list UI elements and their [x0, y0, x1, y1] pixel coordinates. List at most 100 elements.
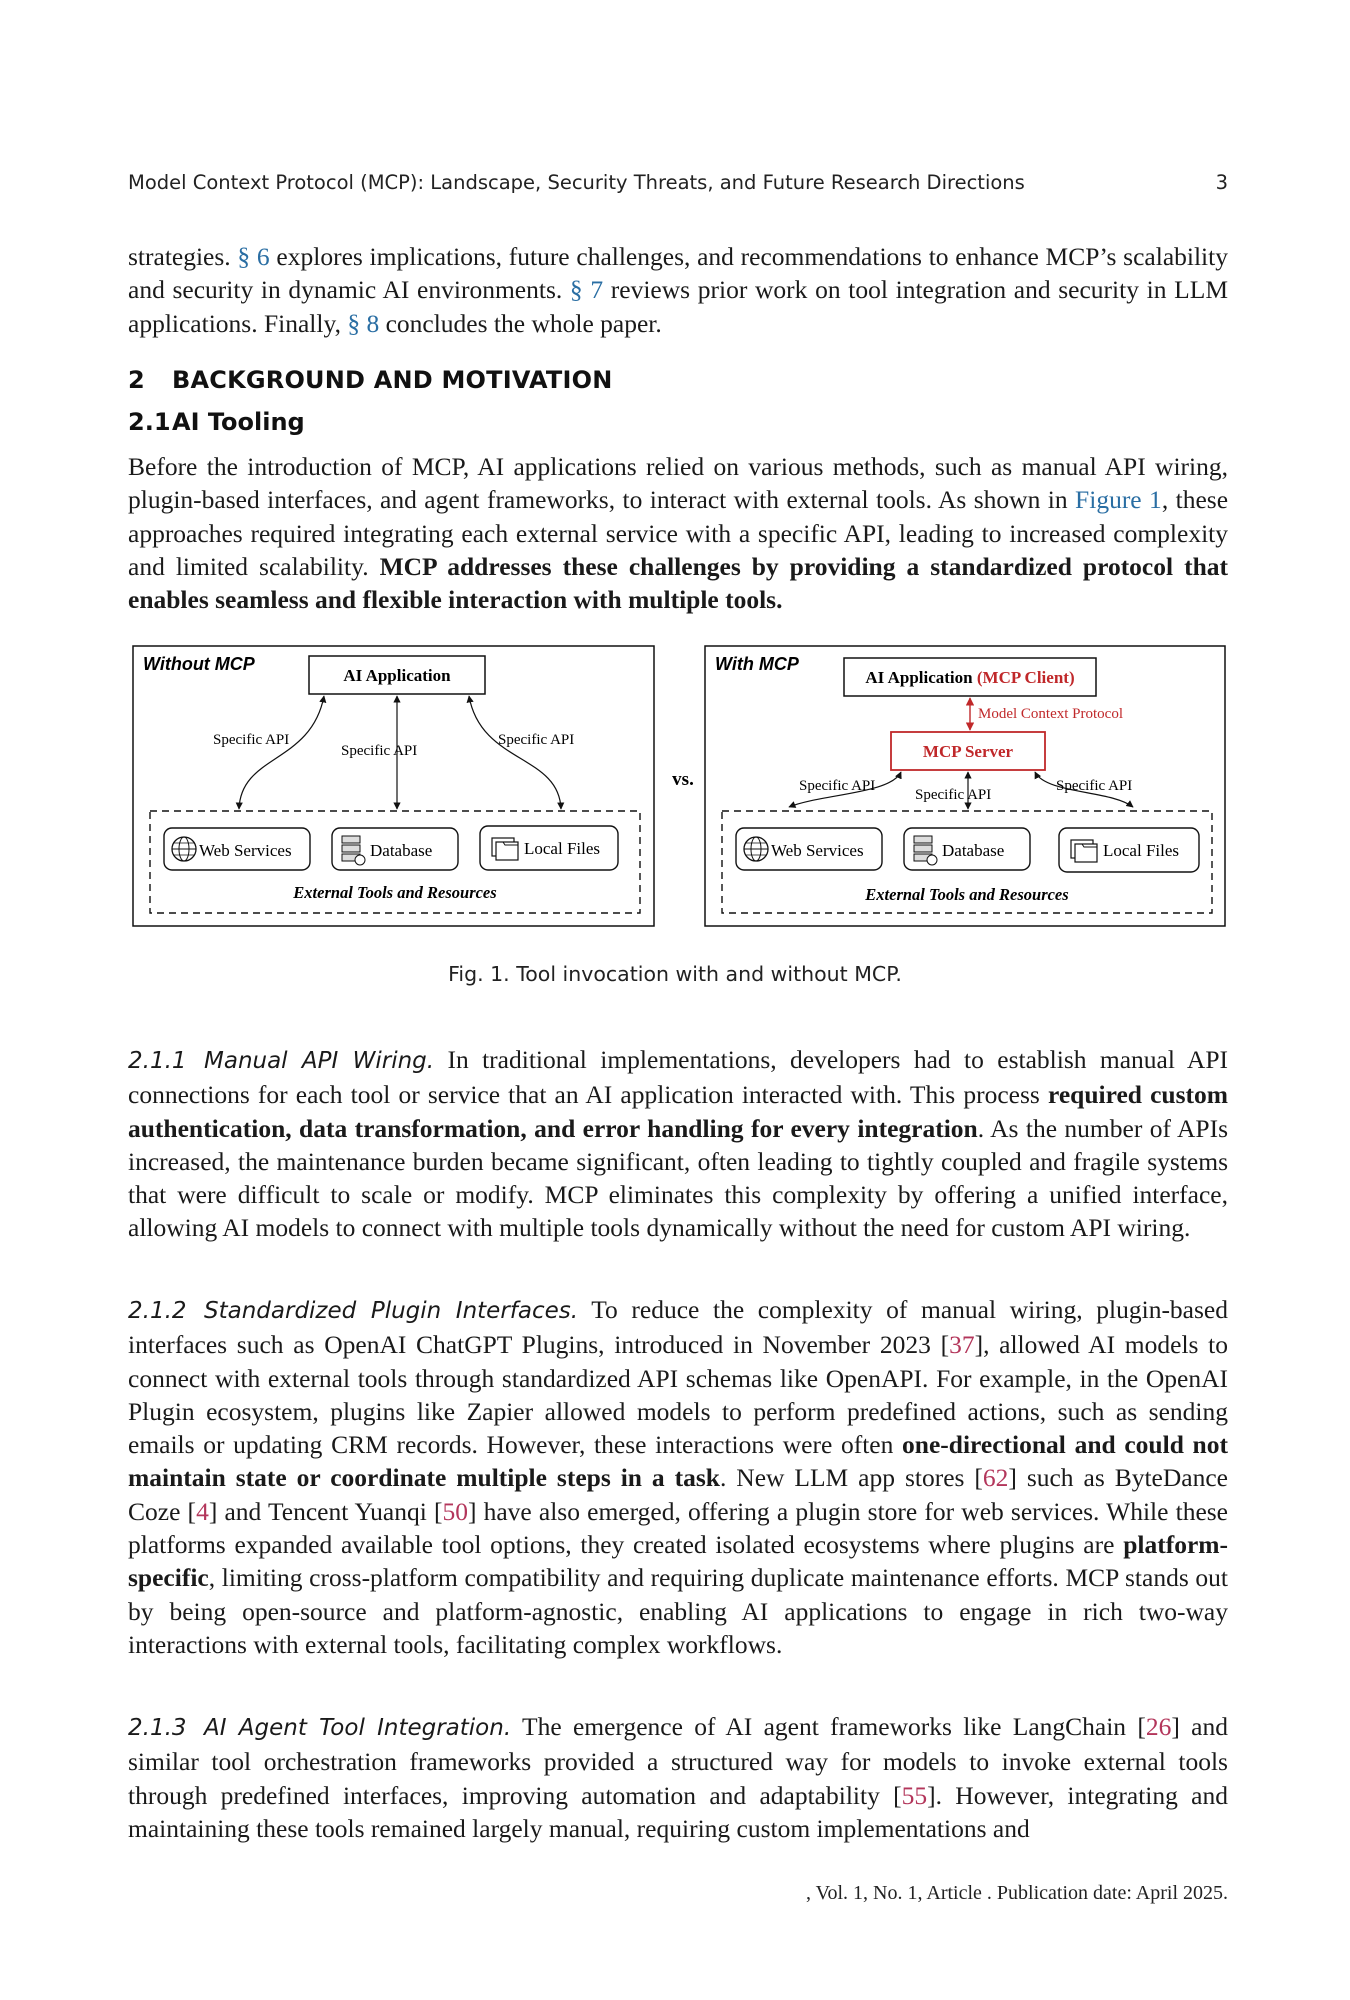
subsection-heading: 2.1.1 Manual API Wiring.	[128, 1048, 434, 1074]
bold-text: one-directional and could not maintain s…	[128, 1430, 1228, 1493]
text: ] and Tencent Yuanqi [	[208, 1496, 443, 1526]
web-services-label: Web Services	[199, 841, 292, 860]
api-arrow-web	[235, 695, 327, 810]
intro-paragraph: strategies. § 6 explores implications, f…	[128, 240, 1228, 340]
text: ]. However, integrating and maintaining …	[128, 1780, 1229, 1843]
subsection-number: 2.1.1	[128, 1048, 187, 1074]
text: ], allowed AI models to connect with ext…	[128, 1330, 1228, 1460]
specific-api-label: Specific API	[341, 743, 417, 759]
panel-title: Without MCP	[143, 654, 256, 674]
panel-title: With MCP	[715, 654, 800, 674]
mcp-server-label: MCP Server	[923, 742, 1014, 761]
agent-tool-integration-paragraph: 2.1.3 AI Agent Tool Integration. The emer…	[128, 1710, 1228, 1845]
text: , these approaches required integrating …	[128, 485, 1229, 581]
external-tools-container	[721, 810, 1213, 914]
vs-label: vs.	[672, 769, 694, 790]
ai-application-mcp-client-label: AI Application (MCP Client)	[865, 668, 1074, 687]
text: ] and similar tool orchestration framewo…	[128, 1712, 1228, 1810]
specific-api-label: Specific API	[1056, 778, 1132, 794]
citation-link[interactable]: 4	[196, 1496, 209, 1526]
running-header: Model Context Protocol (MCP): Landscape,…	[128, 171, 1228, 194]
page-footer: , Vol. 1, No. 1, Article . Publication d…	[805, 1882, 1228, 1904]
figure-caption: Fig. 1. Tool invocation with and without…	[448, 962, 902, 986]
text: The emergence of AI agent frameworks lik…	[511, 1712, 1146, 1741]
bold-text: platform-specific	[128, 1530, 1228, 1593]
ai-tooling-paragraph: Before the introduction of MCP, AI appli…	[128, 450, 1228, 616]
mcp-client-text: (MCP Client)	[977, 668, 1075, 687]
section-7-link[interactable]: § 7	[569, 275, 604, 305]
ai-application-box	[308, 655, 486, 695]
section-2-1-heading: 2.1AI Tooling	[128, 408, 305, 436]
figure-1-link[interactable]: Figure 1	[1075, 485, 1162, 515]
section-number: 2	[128, 366, 145, 394]
text: ] such as ByteDance Coze [	[128, 1463, 1228, 1526]
bold-text: MCP addresses these challenges by provid…	[128, 551, 1228, 615]
protocol-label: Model Context Protocol	[978, 706, 1123, 722]
page-number: 3	[1215, 171, 1228, 194]
ai-application-label: AI Application	[343, 666, 451, 685]
specific-api-label: Specific API	[915, 787, 991, 803]
subsection-title: Standardized Plugin Interfaces.	[204, 1298, 579, 1324]
text: To reduce the complexity of manual wirin…	[128, 1295, 1228, 1360]
text: reviews prior work on tool integration a…	[128, 275, 1228, 338]
section-number: 2.1	[128, 408, 171, 436]
specific-api-label: Specific API	[799, 778, 875, 794]
subsection-number: 2.1.2	[128, 1298, 187, 1324]
folder-icon	[491, 837, 519, 861]
api-arrow-files	[466, 695, 565, 810]
with-mcp-panel: With MCP AI Application (MCP Client) Mod…	[704, 645, 1226, 927]
api-arrow-files	[1034, 771, 1134, 808]
running-title: Model Context Protocol (MCP): Landscape,…	[128, 171, 1025, 194]
text: Before the introduction of MCP, AI appli…	[128, 452, 1228, 515]
web-services-box	[163, 827, 311, 871]
web-services-box	[735, 827, 883, 871]
globe-icon	[743, 836, 769, 862]
external-tools-label: External Tools and Resources	[292, 883, 496, 902]
local-files-label: Local Files	[1103, 841, 1179, 860]
text: ] have also emerged, offering a plugin s…	[128, 1496, 1228, 1560]
section-title: BACKGROUND AND MOTIVATION	[172, 366, 613, 394]
specific-api-label: Specific API	[213, 732, 289, 748]
local-files-label: Local Files	[524, 839, 600, 858]
folder-icon	[1070, 839, 1098, 863]
section-6-link[interactable]: § 6	[237, 242, 270, 271]
text: explores implications, future challenges…	[128, 242, 1228, 305]
section-2-heading: 2 BACKGROUND AND MOTIVATION	[128, 366, 612, 394]
plugin-interfaces-paragraph: 2.1.2 Standardized Plugin Interfaces. To …	[128, 1293, 1228, 1661]
specific-api-label: Specific API	[498, 732, 574, 748]
citation-link[interactable]: 37	[949, 1330, 975, 1360]
subsection-number: 2.1.3	[128, 1715, 187, 1741]
ai-application-mcp-client-box	[843, 657, 1097, 697]
web-services-label: Web Services	[771, 841, 864, 860]
globe-icon	[171, 836, 197, 862]
mcp-server-box	[890, 731, 1046, 771]
bold-text: required custom authentication, data tra…	[128, 1080, 1228, 1143]
text: . New LLM app stores [	[719, 1463, 983, 1493]
external-tools-label: External Tools and Resources	[864, 885, 1068, 904]
manual-api-wiring-paragraph: 2.1.1 Manual API Wiring. In traditional i…	[128, 1043, 1228, 1245]
panel-frame	[132, 645, 655, 927]
text: strategies.	[128, 242, 238, 271]
database-icon	[913, 835, 938, 866]
api-arrow-web	[788, 771, 902, 808]
text: concludes the whole paper.	[379, 308, 662, 338]
without-mcp-panel: Without MCP AI Application Specific API …	[132, 645, 655, 927]
subsection-title: AI Agent Tool Integration.	[204, 1715, 512, 1741]
citation-link[interactable]: 26	[1145, 1712, 1172, 1741]
text: , limiting cross-platform compatibility …	[128, 1563, 1228, 1659]
text: . As the number of APIs increased, the m…	[128, 1113, 1228, 1243]
subsection-heading: 2.1.2 Standardized Plugin Interfaces.	[128, 1298, 578, 1324]
panel-frame	[704, 645, 1226, 927]
database-label: Database	[370, 841, 432, 860]
citation-link[interactable]: 62	[982, 1463, 1009, 1493]
text: In traditional implementations, develope…	[128, 1045, 1228, 1110]
subsection-heading: 2.1.3 AI Agent Tool Integration.	[128, 1715, 511, 1741]
subsection-title: Manual API Wiring.	[204, 1048, 435, 1074]
citation-link[interactable]: 50	[442, 1496, 468, 1526]
citation-link[interactable]: 55	[901, 1780, 928, 1810]
database-label: Database	[942, 841, 1004, 860]
figure-1: Without MCP AI Application Specific API …	[132, 645, 1226, 927]
section-title: AI Tooling	[172, 408, 305, 436]
database-icon	[341, 835, 366, 866]
section-8-link[interactable]: § 8	[347, 308, 380, 338]
